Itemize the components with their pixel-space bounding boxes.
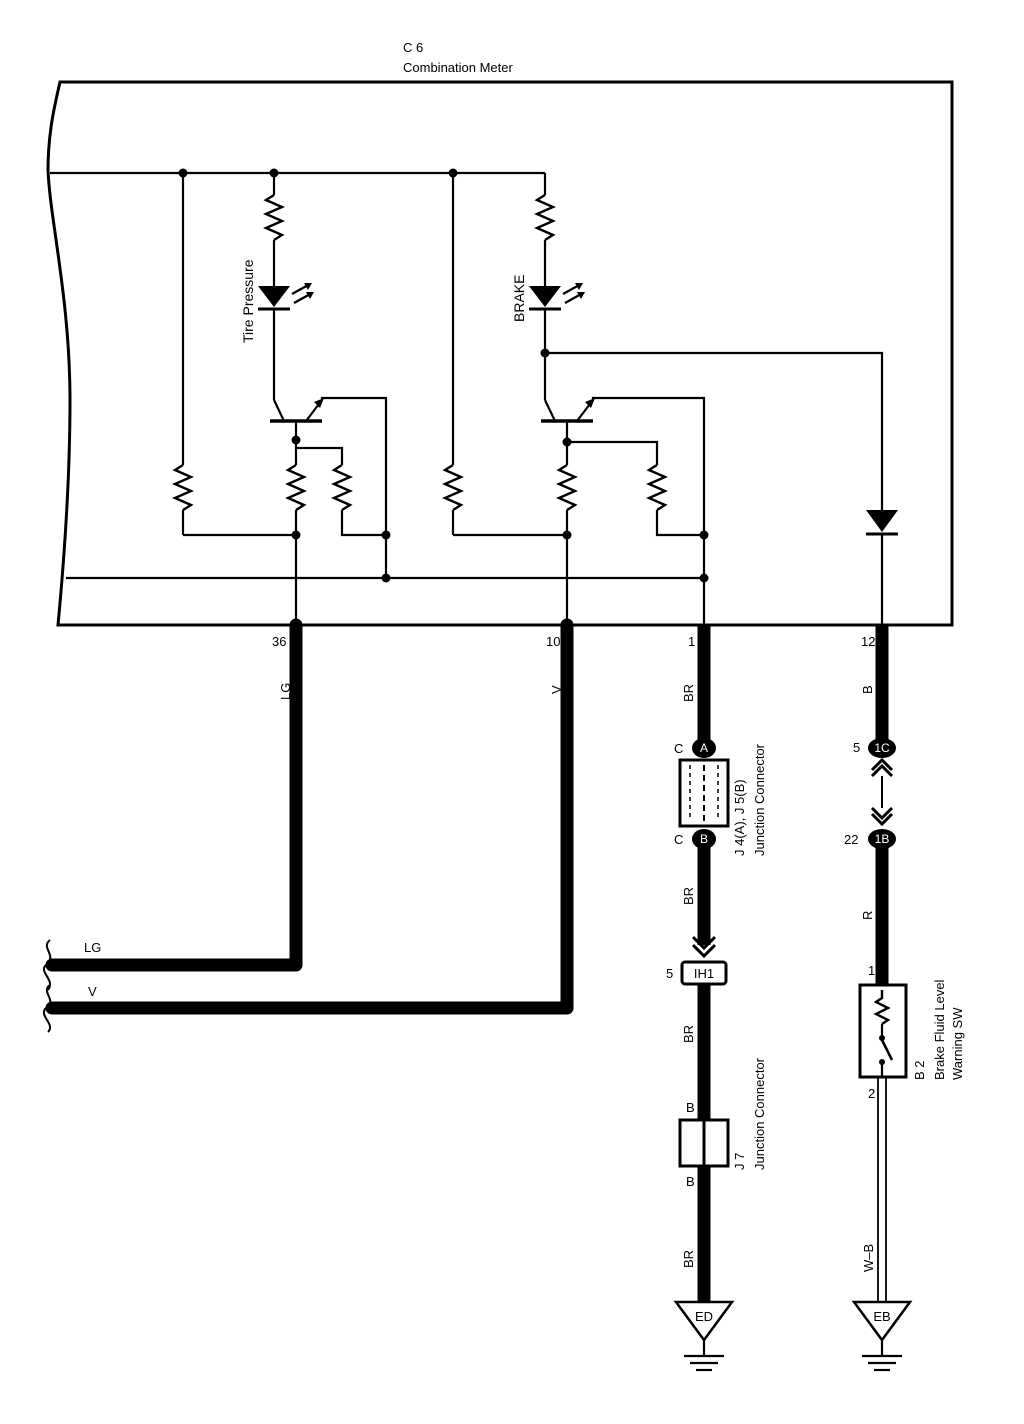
junction-dots: [178, 168, 709, 583]
brake-led-icon: [529, 282, 585, 311]
wire-label-r: R: [860, 911, 875, 920]
tire-pressure-label: Tire Pressure: [240, 259, 256, 343]
b2-code: B 2: [912, 1060, 927, 1080]
tire-pressure-circuit: [172, 173, 388, 625]
j4-code: J 4(A), J 5(B): [732, 779, 747, 856]
svg-text:IH1: IH1: [694, 966, 714, 981]
svg-text:5: 5: [853, 740, 860, 755]
b2-name-line1: Brake Fluid Level: [932, 979, 947, 1080]
ground-eb-icon: EB: [851, 1300, 913, 1372]
connector-ih1: 5 IH1: [666, 935, 728, 986]
svg-text:1B: 1B: [875, 832, 890, 846]
svg-text:B: B: [686, 1100, 695, 1115]
svg-text:B: B: [686, 1174, 695, 1189]
svg-text:EB: EB: [873, 1309, 890, 1324]
tire-pressure-transistor-icon: [270, 398, 324, 423]
brake-circuit: [442, 173, 898, 625]
svg-text:C: C: [674, 832, 683, 847]
meter-outline: [46, 80, 954, 627]
svg-text:B: B: [700, 832, 708, 846]
wire-break-v-icon: [43, 984, 52, 1033]
svg-text:5: 5: [666, 966, 673, 981]
pin-36: 36: [272, 634, 286, 649]
wire-lg: [45, 618, 303, 972]
connector-1c-1b: 5 1C 22 1B: [844, 738, 896, 849]
svg-text:2: 2: [868, 1086, 875, 1101]
wire-label-br-4: BR: [681, 1250, 696, 1268]
svg-text:1: 1: [868, 963, 875, 978]
wire-label-br-2: BR: [681, 887, 696, 905]
wire-v: [45, 618, 574, 1015]
pin-10: 10: [546, 634, 560, 649]
j7-code: J 7: [732, 1153, 747, 1170]
junction-connector-j4-j5: C A C B J 4(A), J 5(B) Junction Connecto…: [674, 738, 767, 856]
b2-name-line2: Warning SW: [950, 1007, 965, 1080]
wire-label-br-3: BR: [681, 1025, 696, 1043]
wire-break-lg-icon: [43, 939, 52, 991]
meter-name: Combination Meter: [403, 60, 513, 75]
svg-text:22: 22: [844, 832, 858, 847]
diode-icon: [866, 510, 898, 536]
j4-name: Junction Connector: [752, 743, 767, 856]
wire-wb: [877, 1077, 887, 1302]
wire-label-b: B: [860, 685, 875, 694]
pin-1: 1: [688, 634, 695, 649]
ground-ed-icon: ED: [673, 1300, 735, 1372]
brake-transistor-icon: [541, 398, 595, 423]
wire-label-v-vert: V: [549, 685, 564, 694]
brake-label: BRAKE: [511, 275, 527, 322]
j7-name: Junction Connector: [752, 1057, 767, 1170]
junction-connector-j7: B B J 7 Junction Connector: [678, 1057, 767, 1189]
wire-label-wb: W–B: [861, 1244, 876, 1272]
pin-12: 12: [861, 634, 875, 649]
svg-text:ED: ED: [695, 1309, 713, 1324]
wire-label-lg: LG: [84, 940, 101, 955]
meter-code: C 6: [403, 40, 423, 55]
wire-label-br-1: BR: [681, 684, 696, 702]
svg-text:C: C: [674, 741, 683, 756]
svg-text:A: A: [700, 741, 708, 755]
wire-label-v: V: [88, 984, 97, 999]
brake-fluid-level-switch: 1 2 B 2 Brake Fluid Level Warning SW: [858, 963, 965, 1101]
wire-label-lg-vert: LG: [278, 683, 293, 700]
svg-text:1C: 1C: [874, 741, 890, 755]
tire-pressure-led-icon: [258, 282, 314, 311]
